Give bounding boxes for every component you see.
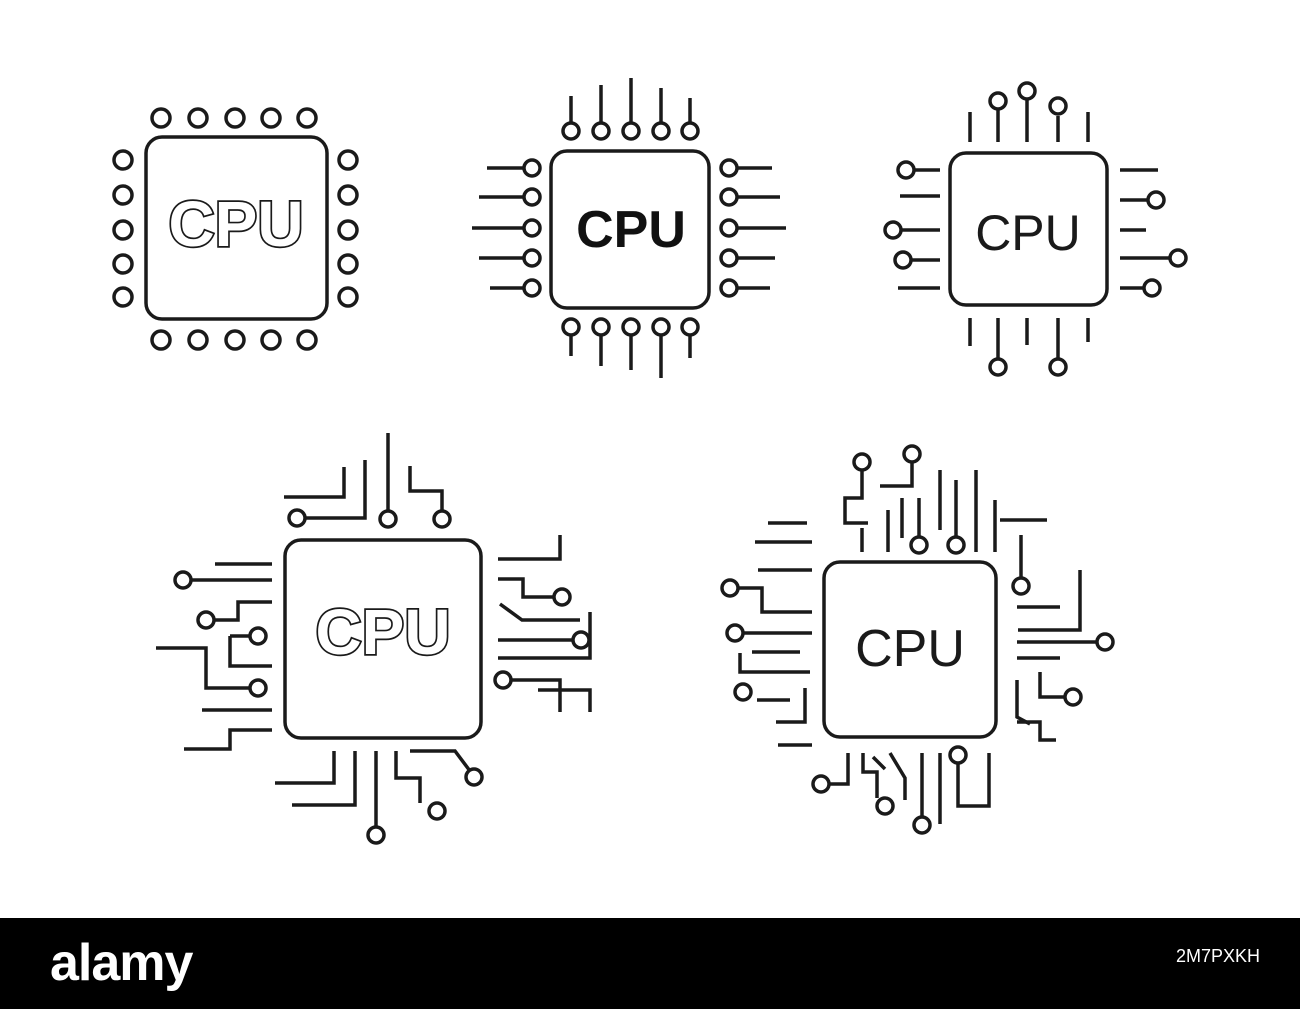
chip-body xyxy=(822,560,998,739)
pin-legs-bottom xyxy=(968,318,1090,377)
cpu-label: CPU xyxy=(855,620,965,678)
cpu-label: CPU xyxy=(315,596,450,668)
alamy-logo: alamy xyxy=(50,934,193,992)
pin-pads-bottom xyxy=(150,329,318,351)
chip-body xyxy=(549,149,711,310)
pin-legs-right xyxy=(719,158,786,298)
circuit-traces-left xyxy=(720,521,812,747)
cpu-label: CPU xyxy=(975,205,1081,261)
circuit-traces-top xyxy=(843,444,1047,596)
circuit-traces-left xyxy=(156,562,272,751)
pin-pads-right xyxy=(337,149,359,308)
chip-body xyxy=(283,538,483,740)
cpu-icon-legs-bold: CPU xyxy=(472,78,786,378)
watermark-bar: alamy 2M7PXKH xyxy=(0,918,1300,1009)
circuit-traces-right xyxy=(493,535,592,712)
cpu-icon-pins-thin: CPU xyxy=(883,81,1188,377)
pin-legs-top xyxy=(561,78,700,141)
pin-legs-bottom xyxy=(561,317,700,378)
cpu-icon-pins-outline: CPU xyxy=(112,107,359,351)
cpu-icon-circuit-thin: CPU xyxy=(720,444,1115,835)
pin-legs-left xyxy=(472,158,542,298)
pin-pads-left xyxy=(112,149,134,308)
pin-legs-top xyxy=(968,81,1090,142)
cpu-label: CPU xyxy=(168,188,303,260)
circuit-traces-right xyxy=(1015,570,1115,742)
image-id: 2M7PXKH xyxy=(1175,946,1260,966)
pin-pads-top xyxy=(150,107,318,129)
chip-body xyxy=(948,151,1109,307)
circuit-traces-top xyxy=(284,433,452,529)
chip-body xyxy=(144,135,329,321)
cpu-icon-circuit-outline: CPU xyxy=(156,433,592,845)
cpu-label: CPU xyxy=(576,201,686,259)
circuit-traces-bottom xyxy=(275,749,484,845)
cpu-icon-set: CPU CPU xyxy=(112,78,1188,845)
circuit-traces-bottom xyxy=(811,745,991,835)
pin-legs-right xyxy=(1120,168,1188,298)
pin-legs-left xyxy=(883,160,940,290)
